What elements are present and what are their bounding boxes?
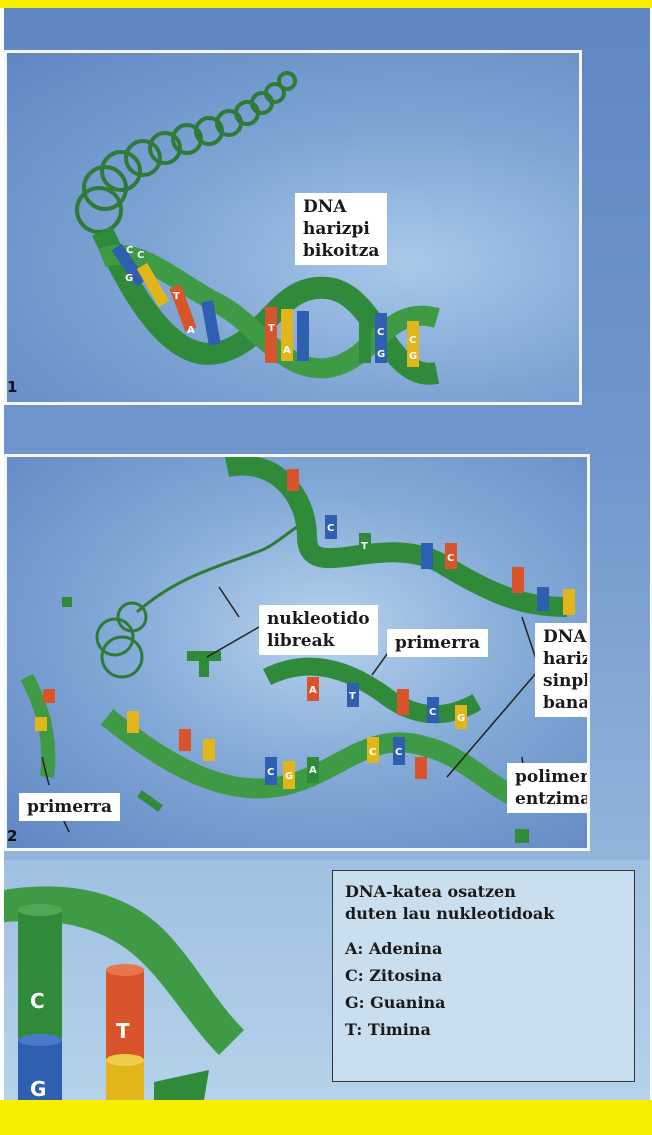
base-letter: C — [369, 747, 376, 758]
bottom-yellow-frame — [0, 1100, 652, 1135]
polymerase-label: polimerasa entzima — [507, 763, 590, 813]
legend-title-line: duten lau nukleotidoak — [345, 903, 622, 925]
legend-title: DNA-katea osatzen duten lau nukleotidoak — [345, 881, 622, 925]
base-letter: G — [377, 349, 385, 360]
top-yellow-frame — [0, 0, 652, 8]
base-letter: C — [327, 523, 334, 534]
closeup-letter-t: T — [116, 1019, 130, 1043]
base-letter: A — [309, 765, 317, 776]
base-letter: C — [395, 747, 402, 758]
base-letter: C — [447, 553, 454, 564]
nucleotides-legend: DNA-katea osatzen duten lau nukleotidoak… — [332, 870, 635, 1082]
label-line: harizpi — [543, 648, 590, 670]
base-letter: A — [283, 345, 291, 356]
base-letter: C — [377, 327, 384, 338]
base-letter: A — [309, 685, 317, 696]
base-letter: A — [187, 325, 195, 336]
base-letter: C — [137, 250, 144, 261]
primer-center-label: primerra — [387, 629, 488, 657]
legend-item-guanine: G: Guanina — [345, 989, 622, 1016]
legend-title-line: DNA-katea osatzen — [345, 881, 622, 903]
legend-item-adenine: A: Adenina — [345, 935, 622, 962]
free-nucleotides-label: nukleotido libreak — [259, 605, 378, 655]
label-line: polimerasa — [515, 766, 590, 788]
base-letter: T — [349, 691, 356, 702]
base-letter: C — [429, 707, 436, 718]
dna-double-strand-label: DNA harizpi bikoitza — [295, 193, 387, 265]
base-letter: C — [409, 335, 416, 346]
label-line: harizpi — [303, 218, 379, 240]
legend-item-thymine: T: Timina — [345, 1016, 622, 1043]
base-letter: G — [409, 351, 417, 362]
label-line: DNA, — [543, 626, 590, 648]
panel-number: 2 — [7, 827, 17, 845]
label-line: nukleotido — [267, 608, 370, 630]
dna-replication-figure: C C G T A T A C G C G DNA harizpi bikoit… — [4, 8, 650, 1100]
base-letter: G — [457, 713, 465, 724]
base-letter: T — [361, 541, 368, 552]
nucleotide-closeup-illustration: C T G — [4, 860, 334, 1100]
primer-left-label: primerra — [19, 793, 120, 821]
base-letter: C — [267, 767, 274, 778]
panel-number: 1 — [7, 378, 17, 396]
panel-replication: C T C A T C G C G A C C — [4, 454, 590, 851]
base-letter: T — [268, 323, 275, 334]
dna-separated-label: DNA, harizpi sinpleetan banandua — [535, 623, 590, 717]
legend-item-cytosine: C: Zitosina — [345, 962, 622, 989]
base-letter: G — [285, 771, 293, 782]
base-letter: T — [173, 291, 180, 302]
base-letter: G — [125, 273, 133, 284]
base-letter: C — [126, 245, 133, 256]
label-line: banandua — [543, 692, 590, 714]
panel-double-helix: C C G T A T A C G C G DNA harizpi bikoit… — [4, 50, 582, 405]
label-line: libreak — [267, 630, 370, 652]
label-line: sinpleetan — [543, 670, 590, 692]
closeup-letter-c: C — [30, 989, 45, 1013]
label-line: bikoitza — [303, 240, 379, 262]
label-line: DNA — [303, 196, 379, 218]
label-line: entzima — [515, 788, 590, 810]
closeup-letter-g: G — [30, 1077, 46, 1100]
